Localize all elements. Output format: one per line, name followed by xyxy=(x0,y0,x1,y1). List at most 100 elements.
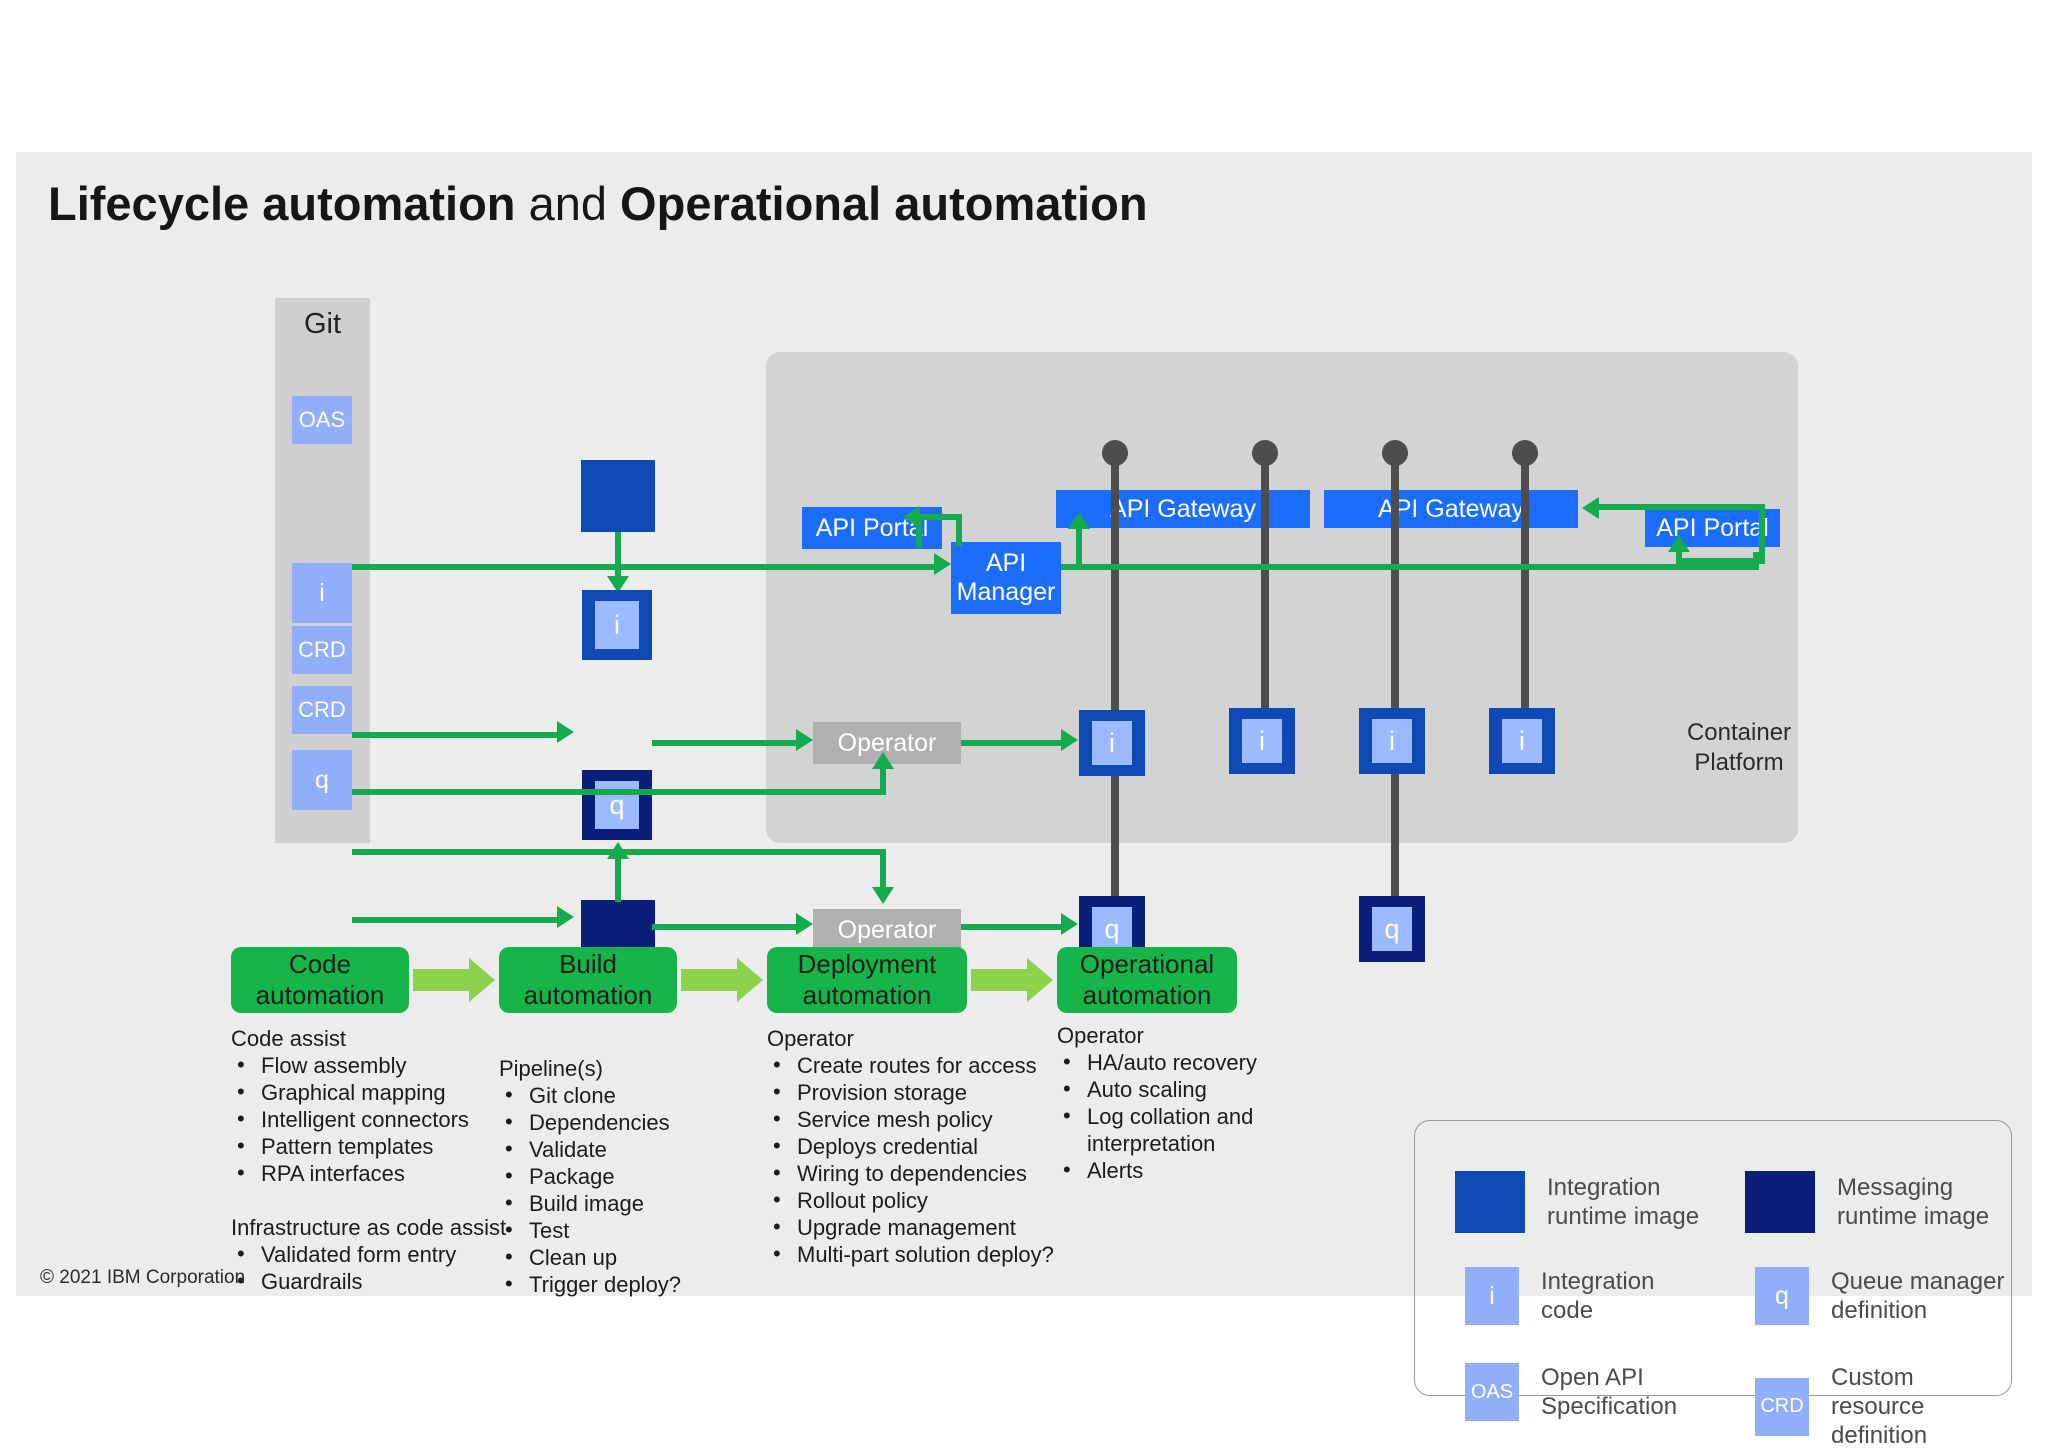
connector-right-riser xyxy=(1759,509,1765,564)
git-artifact-queue-manager[interactable]: q xyxy=(292,750,352,810)
connector-manager-to-portal-arrowhead xyxy=(903,506,920,528)
list-item: Build image xyxy=(499,1189,739,1217)
connector-manager-to-right xyxy=(1061,564,1759,570)
runtime-instance-i-3-label: i xyxy=(1372,719,1412,763)
api-gateway-1[interactable]: API Gateway xyxy=(1056,490,1310,528)
legend-label-integration-runtime-line2: runtime image xyxy=(1547,1203,1700,1230)
legend-label-open-api-spec-line1: Open API xyxy=(1541,1364,1644,1391)
copyright-footer: © 2021 IBM Corporation xyxy=(40,1267,246,1288)
connector-build-i-to-operator-arrowhead xyxy=(796,729,813,751)
flow-stage-code-automation[interactable]: Code automation xyxy=(231,947,409,1013)
legend-item-messaging-runtime: Messaging runtime image xyxy=(1745,1171,1989,1233)
runtime-instance-i-3[interactable]: i xyxy=(1359,708,1425,774)
git-artifact-oas-label: OAS xyxy=(298,407,346,432)
git-label: Git xyxy=(303,308,342,340)
operator-box-messaging-label: Operator xyxy=(837,915,937,944)
flow-stage-deployment-automation[interactable]: Deployment automation xyxy=(767,947,967,1013)
runtime-instance-i-2[interactable]: i xyxy=(1229,708,1295,774)
legend-swatch-queue-manager-icon: q xyxy=(1755,1267,1809,1325)
legend-swatch-integration-code-glyph: i xyxy=(1489,1281,1495,1310)
list-item: Dependencies xyxy=(499,1108,739,1136)
connector-git-q-to-build-q-arrowhead xyxy=(557,906,574,928)
connector-right-to-gateway2 xyxy=(1599,504,1765,510)
detail-column-operational: Operator HA/auto recovery Auto scaling L… xyxy=(1057,1022,1277,1184)
connector-crd1-arrowhead xyxy=(872,752,894,769)
connector-msgimage-to-build-q xyxy=(615,857,621,902)
connector-crd2-arrowhead xyxy=(872,887,894,904)
git-artifact-crd-1-label: CRD xyxy=(298,637,346,662)
detail-list-deploy-operator: Create routes for access Provision stora… xyxy=(767,1051,1067,1268)
connector-to-api-portal-right-riser xyxy=(1676,550,1682,560)
connector-build-i-to-operator xyxy=(652,740,796,746)
flow-stage-build-automation-line1: Build xyxy=(559,949,617,979)
slide-canvas: Lifecycle automation and Operational aut… xyxy=(16,152,2032,1448)
legend-label-open-api-spec-line2: Specification xyxy=(1541,1393,1678,1420)
operator-box-messaging[interactable]: Operator xyxy=(813,909,961,951)
detail-heading-code-assist: Code assist xyxy=(231,1026,346,1051)
legend-swatch-open-api-spec-icon: OAS xyxy=(1465,1363,1519,1421)
api-manager-label-line2: Manager xyxy=(956,578,1056,606)
integration-runtime-image-source xyxy=(581,460,655,532)
git-artifact-crd-2[interactable]: CRD xyxy=(292,686,352,734)
legend-label-integration-code-line2: code xyxy=(1541,1297,1594,1324)
legend-label-custom-resource-line1: Custom resource xyxy=(1831,1364,1925,1420)
runtime-instance-i-4[interactable]: i xyxy=(1489,708,1555,774)
detail-column-build: Pipeline(s) Git clone Dependencies Valid… xyxy=(499,1055,739,1298)
git-artifact-crd-2-label: CRD xyxy=(298,697,346,722)
runtime-instance-i-2-label: i xyxy=(1242,719,1282,763)
runtime-instance-q-2[interactable]: q xyxy=(1359,896,1425,962)
gateway-stem-3 xyxy=(1391,452,1399,742)
api-manager[interactable]: API Manager xyxy=(951,542,1061,614)
flow-stage-deployment-automation-line1: Deployment xyxy=(797,949,937,979)
api-gateway-2[interactable]: API Gateway xyxy=(1324,490,1578,528)
git-artifact-crd-1[interactable]: CRD xyxy=(292,626,352,674)
flow-stage-operational-automation-line2: automation xyxy=(1082,980,1212,1010)
flow-stage-build-automation[interactable]: Build automation xyxy=(499,947,677,1013)
detail-spacer xyxy=(231,1187,511,1214)
flow-stage-operational-automation-line1: Operational xyxy=(1079,949,1215,979)
operator-box-integration-label: Operator xyxy=(837,728,937,757)
build-node-integration[interactable]: i xyxy=(582,590,652,660)
legend-swatch-custom-resource-icon: CRD xyxy=(1755,1377,1809,1436)
list-item: Provision storage xyxy=(767,1078,1067,1106)
flow-arrow-1 xyxy=(413,958,495,1002)
api-portal-right[interactable]: API Portal xyxy=(1645,509,1780,547)
connector-manager-to-gateway1 xyxy=(1076,528,1082,566)
connector-manager-to-portal-riser xyxy=(956,514,962,546)
git-artifact-integration-code[interactable]: i xyxy=(292,563,352,623)
legend-item-integration-code: i Integration code xyxy=(1465,1267,1654,1325)
title-part1: Lifecycle automation xyxy=(48,177,516,230)
connector-operator-to-runtime-q-arrowhead xyxy=(1061,913,1078,935)
gateway-stem-2 xyxy=(1261,452,1269,742)
flow-stage-deployment-automation-line2: automation xyxy=(802,980,932,1010)
runtime-instance-i-1[interactable]: i xyxy=(1079,710,1145,776)
connector-crd1-riser xyxy=(880,766,886,794)
flow-stage-operational-automation[interactable]: Operational automation xyxy=(1057,947,1237,1013)
container-platform-label-line1: Container xyxy=(1686,719,1792,746)
legend-label-queue-manager-line1: Queue manager xyxy=(1831,1268,2005,1295)
legend-swatch-messaging-runtime-icon xyxy=(1745,1171,1815,1233)
legend-label-messaging-runtime-line2: runtime image xyxy=(1837,1203,1990,1230)
connector-manager-to-gateway1-arrowhead xyxy=(1068,512,1090,529)
connector-image-to-build-i-arrowhead xyxy=(607,576,629,593)
build-node-queue[interactable]: q xyxy=(582,770,652,840)
gateway-stem-1b xyxy=(1111,742,1119,932)
legend-label-integration-runtime: Integration runtime image xyxy=(1547,1173,1699,1231)
detail-column-deployment: Operator Create routes for access Provis… xyxy=(767,1025,1067,1268)
gateway-stem-4 xyxy=(1521,452,1529,742)
connector-to-api-portal-right-arrowhead xyxy=(1668,535,1690,552)
detail-heading-pipelines: Pipeline(s) xyxy=(499,1056,603,1081)
runtime-instance-q-2-label: q xyxy=(1372,907,1412,951)
list-item: Create routes for access xyxy=(767,1051,1067,1079)
git-artifact-oas[interactable]: OAS xyxy=(292,396,352,444)
legend-label-integration-code-line1: Integration xyxy=(1541,1268,1655,1295)
legend-label-integration-runtime-line1: Integration xyxy=(1547,1174,1661,1201)
list-item: Multi-part solution deploy? xyxy=(767,1240,1067,1268)
connector-right-to-gateway2-arrowhead xyxy=(1582,497,1599,519)
detail-heading-infrastructure: Infrastructure as code assist xyxy=(231,1215,507,1240)
runtime-instance-i-1-label: i xyxy=(1092,721,1132,765)
legend-label-messaging-runtime-line1: Messaging xyxy=(1837,1174,1954,1201)
list-item: Wiring to dependencies xyxy=(767,1159,1067,1187)
gateway-stem-3b xyxy=(1391,742,1399,932)
list-item: Deploys credential xyxy=(767,1132,1067,1160)
